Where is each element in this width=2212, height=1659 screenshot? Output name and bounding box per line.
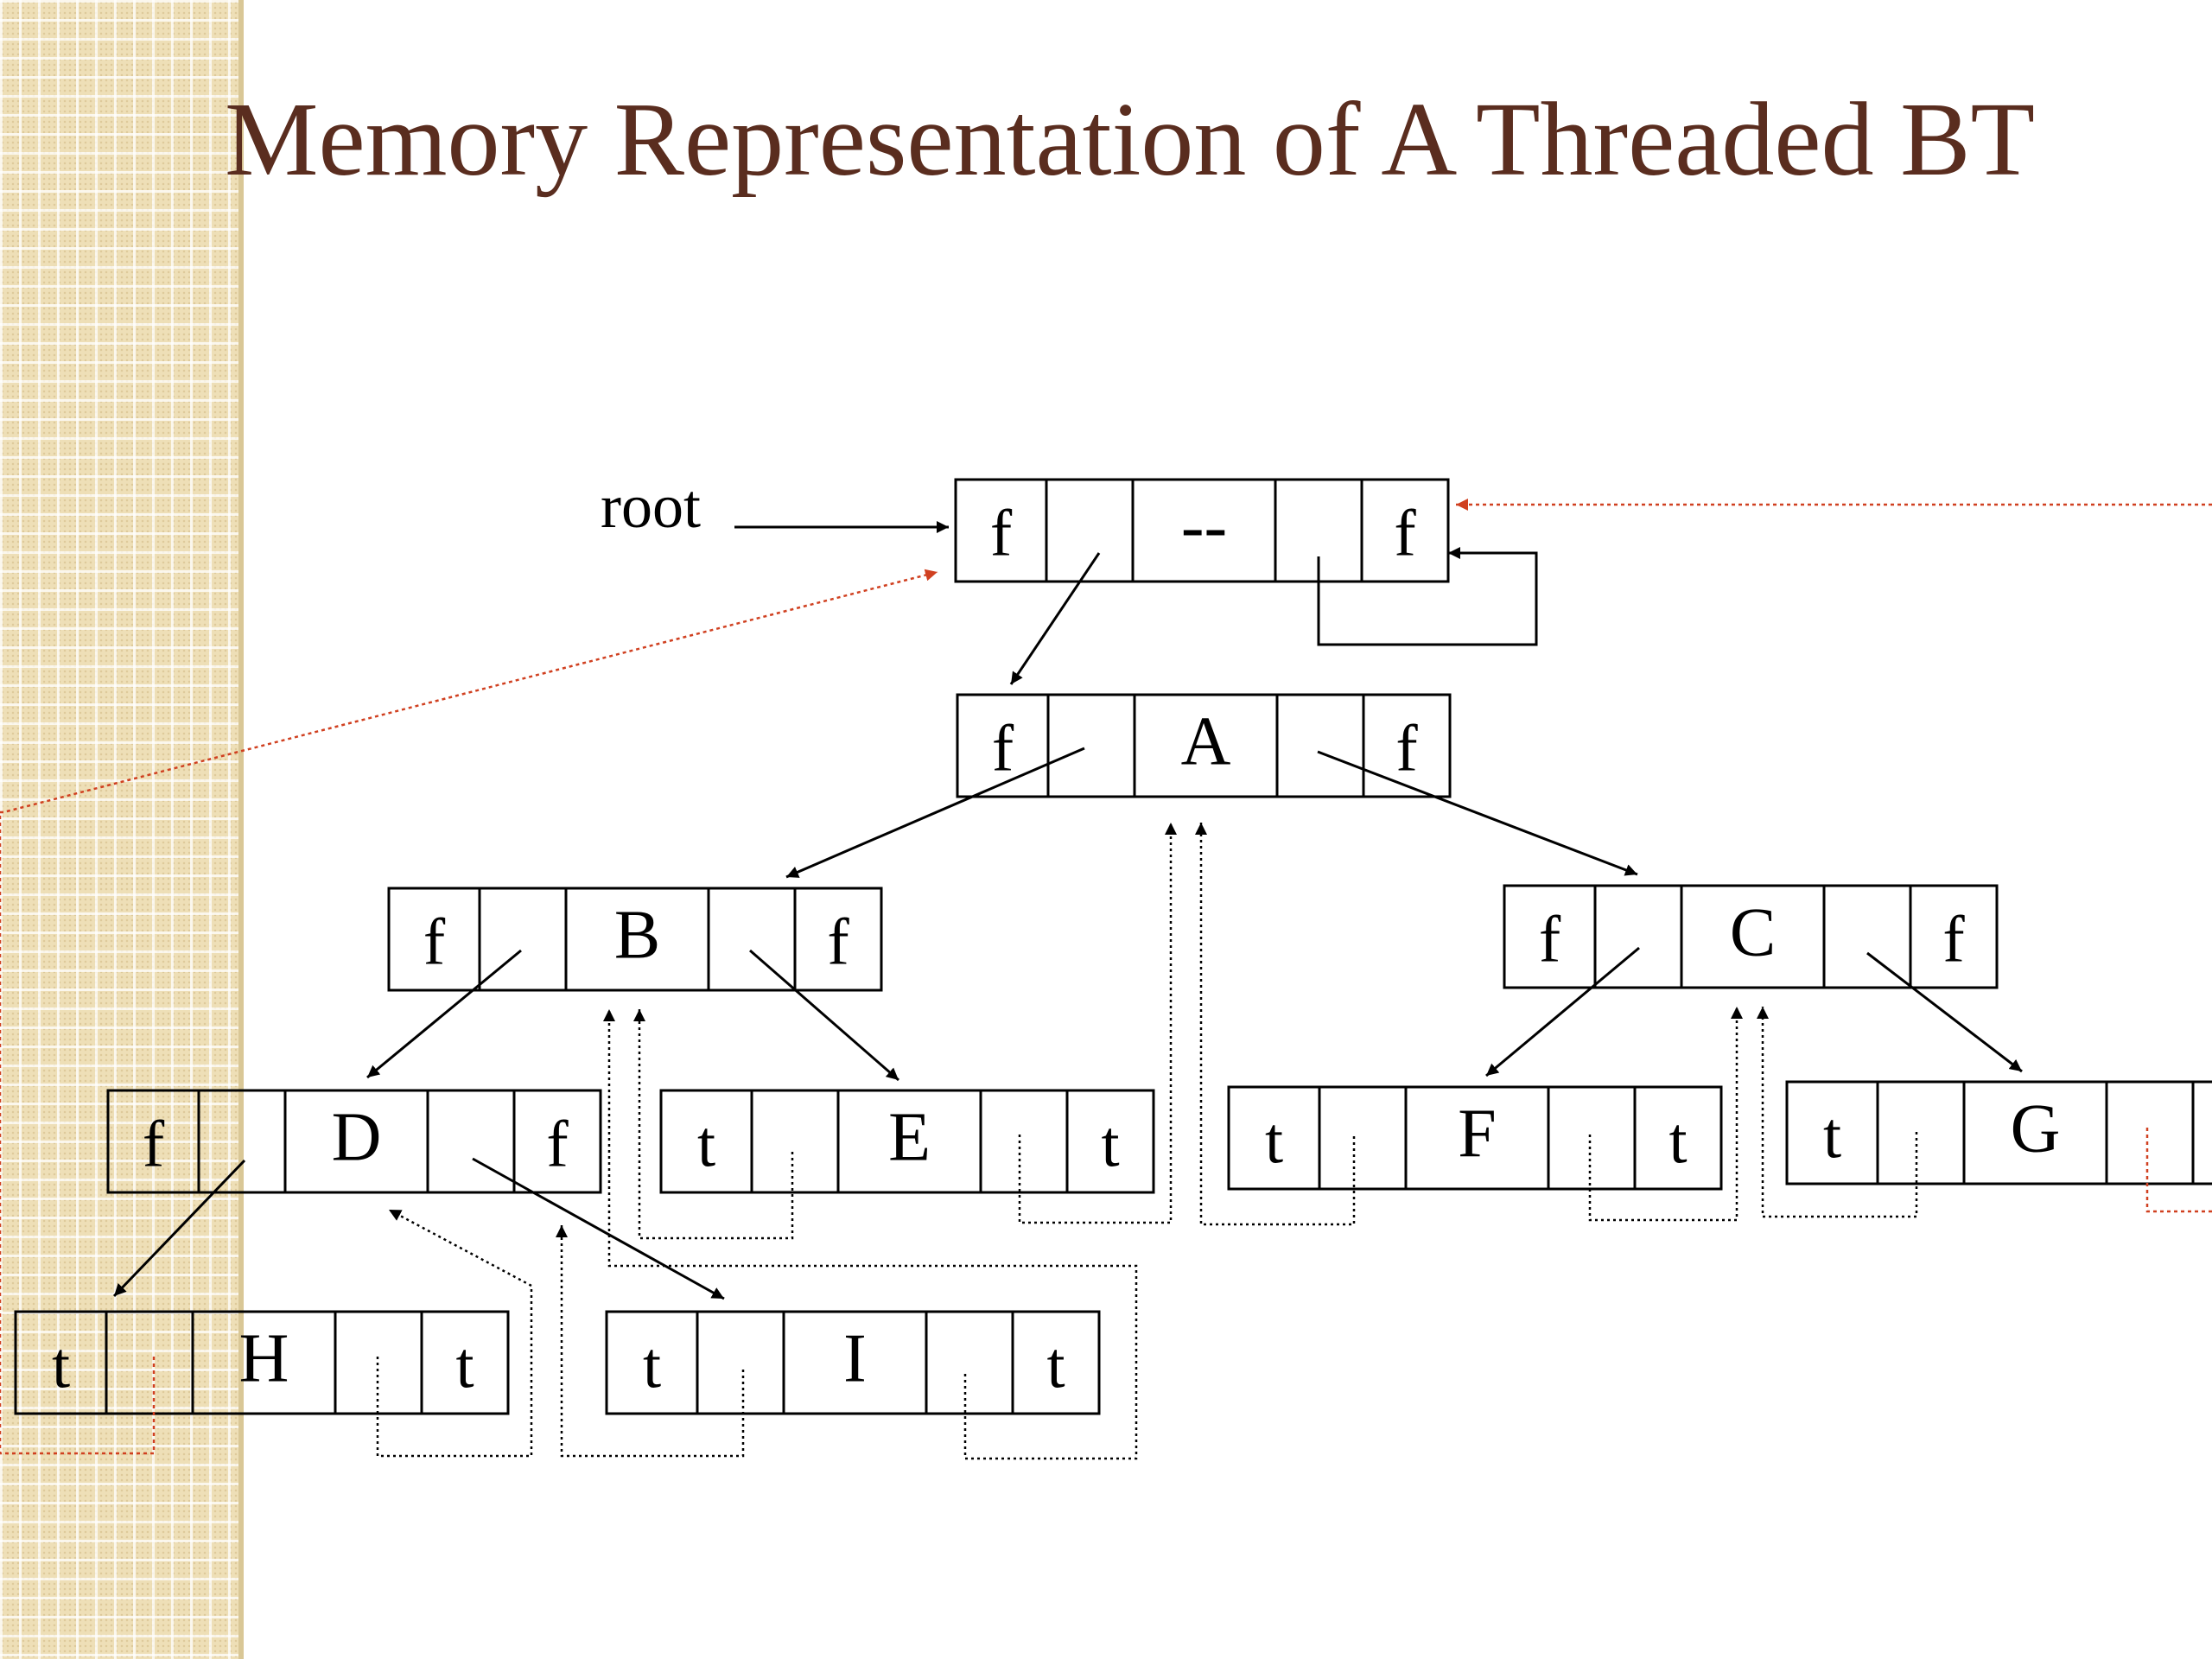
thread-I-right-to-B bbox=[603, 1009, 1138, 1460]
right-flag-cell bbox=[1065, 1089, 1155, 1194]
data-text: B bbox=[614, 898, 660, 974]
data-text: F bbox=[1458, 1096, 1497, 1173]
side-texture-band bbox=[0, 0, 244, 1659]
thread-H-left-to-header bbox=[0, 569, 938, 1455]
left-link-cell bbox=[105, 1310, 194, 1415]
link-C-to-F bbox=[1485, 946, 1640, 1077]
header-thread-links bbox=[0, 499, 2212, 1455]
thread-links bbox=[376, 823, 1918, 1460]
header-right-self-link bbox=[1317, 547, 1538, 646]
link-B-to-E bbox=[749, 949, 899, 1082]
link-A-to-C bbox=[1317, 750, 1638, 876]
right-flag-text: t bbox=[455, 1330, 474, 1402]
left-flag-text: f bbox=[423, 906, 446, 979]
left-flag-text: t bbox=[697, 1109, 715, 1181]
right-link-cell bbox=[707, 887, 797, 992]
right-link-cell bbox=[925, 1310, 1014, 1415]
data-text: G bbox=[2011, 1091, 2061, 1167]
left-flag-text: t bbox=[1265, 1105, 1283, 1178]
right-flag-cell bbox=[420, 1310, 510, 1415]
right-link-cell bbox=[1547, 1085, 1637, 1191]
thread-G-left-to-C bbox=[1757, 1007, 1918, 1218]
left-link-cell bbox=[197, 1089, 287, 1194]
right-flag-text: t bbox=[1101, 1109, 1119, 1181]
link-header-to-A bbox=[1009, 552, 1101, 685]
data-text: E bbox=[888, 1100, 931, 1176]
side-texture-edge bbox=[238, 0, 244, 1659]
link-D-to-I bbox=[472, 1157, 725, 1300]
left-link-cell bbox=[750, 1089, 840, 1194]
child-links bbox=[112, 547, 2023, 1300]
right-flag-cell bbox=[1633, 1085, 1723, 1191]
data-text: D bbox=[332, 1100, 382, 1176]
node-record-header: f -- f bbox=[954, 478, 1450, 583]
thread-E-right-to-A bbox=[1018, 823, 1177, 1224]
right-link-cell bbox=[426, 1089, 516, 1194]
thread-I-left-to-D bbox=[556, 1225, 745, 1458]
right-flag-cell bbox=[1011, 1310, 1101, 1415]
right-flag-text: t bbox=[1669, 1105, 1687, 1178]
thread-G-right-offscreen bbox=[2145, 1128, 2212, 1213]
left-link-cell bbox=[1318, 1085, 1408, 1191]
data-text: C bbox=[1730, 895, 1776, 971]
right-flag-text: f bbox=[1395, 713, 1418, 785]
data-text: H bbox=[239, 1321, 289, 1397]
left-flag-text: t bbox=[643, 1330, 661, 1402]
left-link-cell bbox=[696, 1310, 785, 1415]
left-flag-text: f bbox=[143, 1109, 165, 1181]
link-A-to-B bbox=[785, 747, 1085, 879]
right-flag-text: f bbox=[827, 906, 849, 979]
right-flag-text: f bbox=[1394, 498, 1416, 570]
left-link-cell bbox=[1046, 693, 1136, 798]
root-label: root bbox=[601, 472, 701, 541]
thread-F-left-to-A bbox=[1195, 823, 1356, 1226]
right-flag-cell bbox=[2191, 1080, 2212, 1185]
data-text: -- bbox=[1181, 489, 1227, 565]
right-flag-cell bbox=[793, 887, 883, 992]
link-C-to-G bbox=[1866, 951, 2023, 1073]
right-flag-cell bbox=[1909, 884, 1999, 989]
left-link-cell bbox=[1876, 1080, 1966, 1185]
left-flag-text: f bbox=[992, 713, 1014, 785]
right-flag-text: t bbox=[1046, 1330, 1065, 1402]
right-link-cell bbox=[1275, 693, 1365, 798]
thread-F-right-to-C bbox=[1588, 1007, 1743, 1222]
right-flag-text: f bbox=[546, 1109, 569, 1181]
right-flag-cell bbox=[1360, 478, 1450, 583]
right-flag-text: f bbox=[1942, 904, 1965, 976]
left-flag-text: t bbox=[52, 1330, 70, 1402]
slide-title: Memory Representation of A Threaded BT bbox=[225, 81, 2035, 198]
link-B-to-D bbox=[366, 949, 522, 1079]
right-link-cell bbox=[2105, 1080, 2195, 1185]
left-flag-text: f bbox=[1539, 904, 1561, 976]
right-link-cell bbox=[1822, 884, 1912, 989]
data-text: I bbox=[843, 1321, 867, 1397]
right-flag-cell bbox=[512, 1089, 602, 1194]
link-D-to-H bbox=[112, 1159, 246, 1298]
thread-E-left-to-B bbox=[633, 1009, 794, 1240]
right-link-cell bbox=[979, 1089, 1069, 1194]
left-flag-text: t bbox=[1823, 1100, 1841, 1173]
right-flag-cell bbox=[1362, 693, 1452, 798]
left-flag-text: f bbox=[990, 498, 1013, 570]
data-text: A bbox=[1181, 704, 1231, 780]
